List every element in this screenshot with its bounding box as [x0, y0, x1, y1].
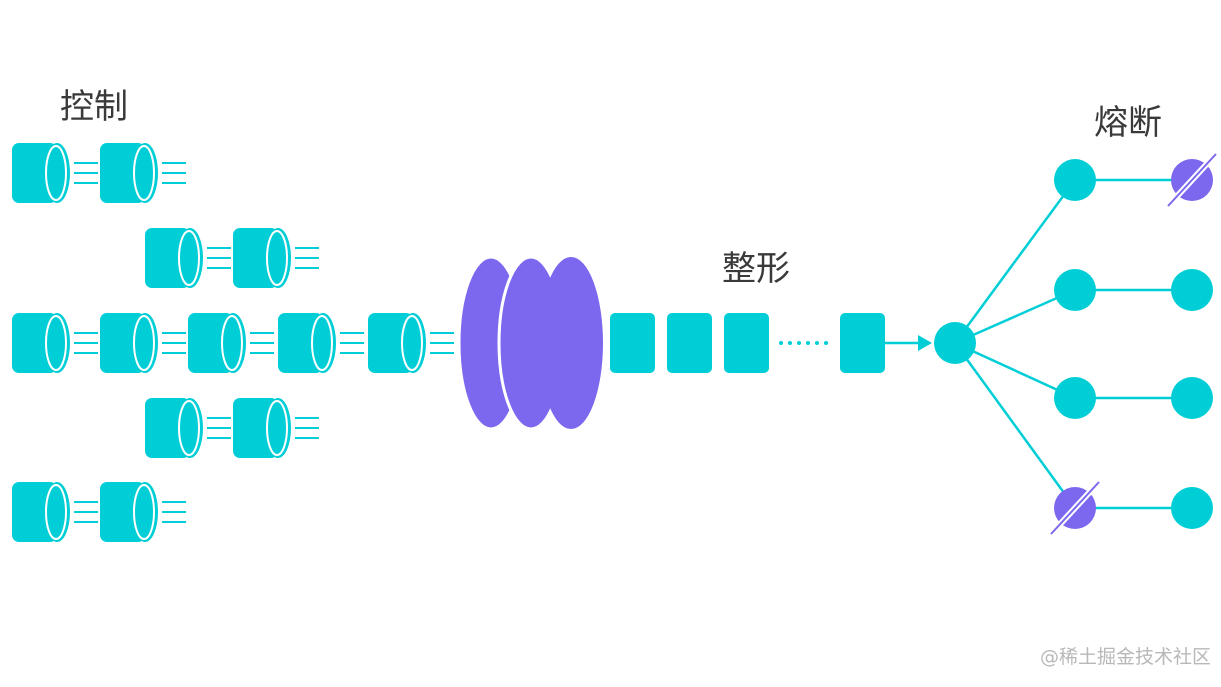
node-icon: [1054, 269, 1096, 311]
cylinder-request-icon: [368, 313, 454, 373]
cylinder-request-icon: [12, 143, 98, 203]
block-icon: [724, 313, 769, 373]
fuse-label: 熔断: [1094, 103, 1162, 143]
cylinder-request-icon: [12, 482, 98, 542]
cylinder-request-icon: [233, 398, 319, 458]
node-icon: [934, 322, 976, 364]
edge-line: [954, 288, 1076, 345]
edge-line: [953, 342, 1077, 509]
node-icon: [1054, 159, 1096, 201]
block-icon: [610, 313, 655, 373]
edge-line: [953, 179, 1077, 344]
purple-disc-icon: [539, 257, 603, 429]
cylinder-request-icon: [145, 228, 231, 288]
purple-discs: [457, 255, 603, 431]
cylinder-request-icon: [100, 313, 186, 373]
cylinder-request-icon: [100, 143, 186, 203]
cylinder-request-icon: [188, 313, 274, 373]
edge-line: [954, 341, 1076, 400]
cylinder-request-icon: [278, 313, 364, 373]
ellipsis-dots: [779, 341, 828, 345]
block-icon: [667, 313, 712, 373]
block-icon: [840, 313, 885, 373]
fuse-network: [953, 178, 1192, 510]
cylinder-request-icon: [145, 398, 231, 458]
cylinder-request-icon: [100, 482, 186, 542]
watermark: @稀土掘金技术社区: [1040, 646, 1211, 668]
node-icon: [1171, 269, 1213, 311]
arrow-icon: [918, 335, 932, 351]
shaped-blocks: [610, 313, 932, 373]
cylinder-group: [12, 143, 454, 542]
cylinder-request-icon: [12, 313, 98, 373]
broken-node-icon: [1165, 151, 1219, 209]
control-label: 控制: [60, 87, 128, 127]
shaping-label: 整形: [722, 249, 790, 289]
cylinder-request-icon: [233, 228, 319, 288]
broken-node-icon: [1048, 479, 1102, 537]
fuse-nodes: [934, 151, 1219, 537]
node-icon: [1171, 487, 1213, 529]
node-icon: [1171, 377, 1213, 419]
node-icon: [1054, 377, 1096, 419]
